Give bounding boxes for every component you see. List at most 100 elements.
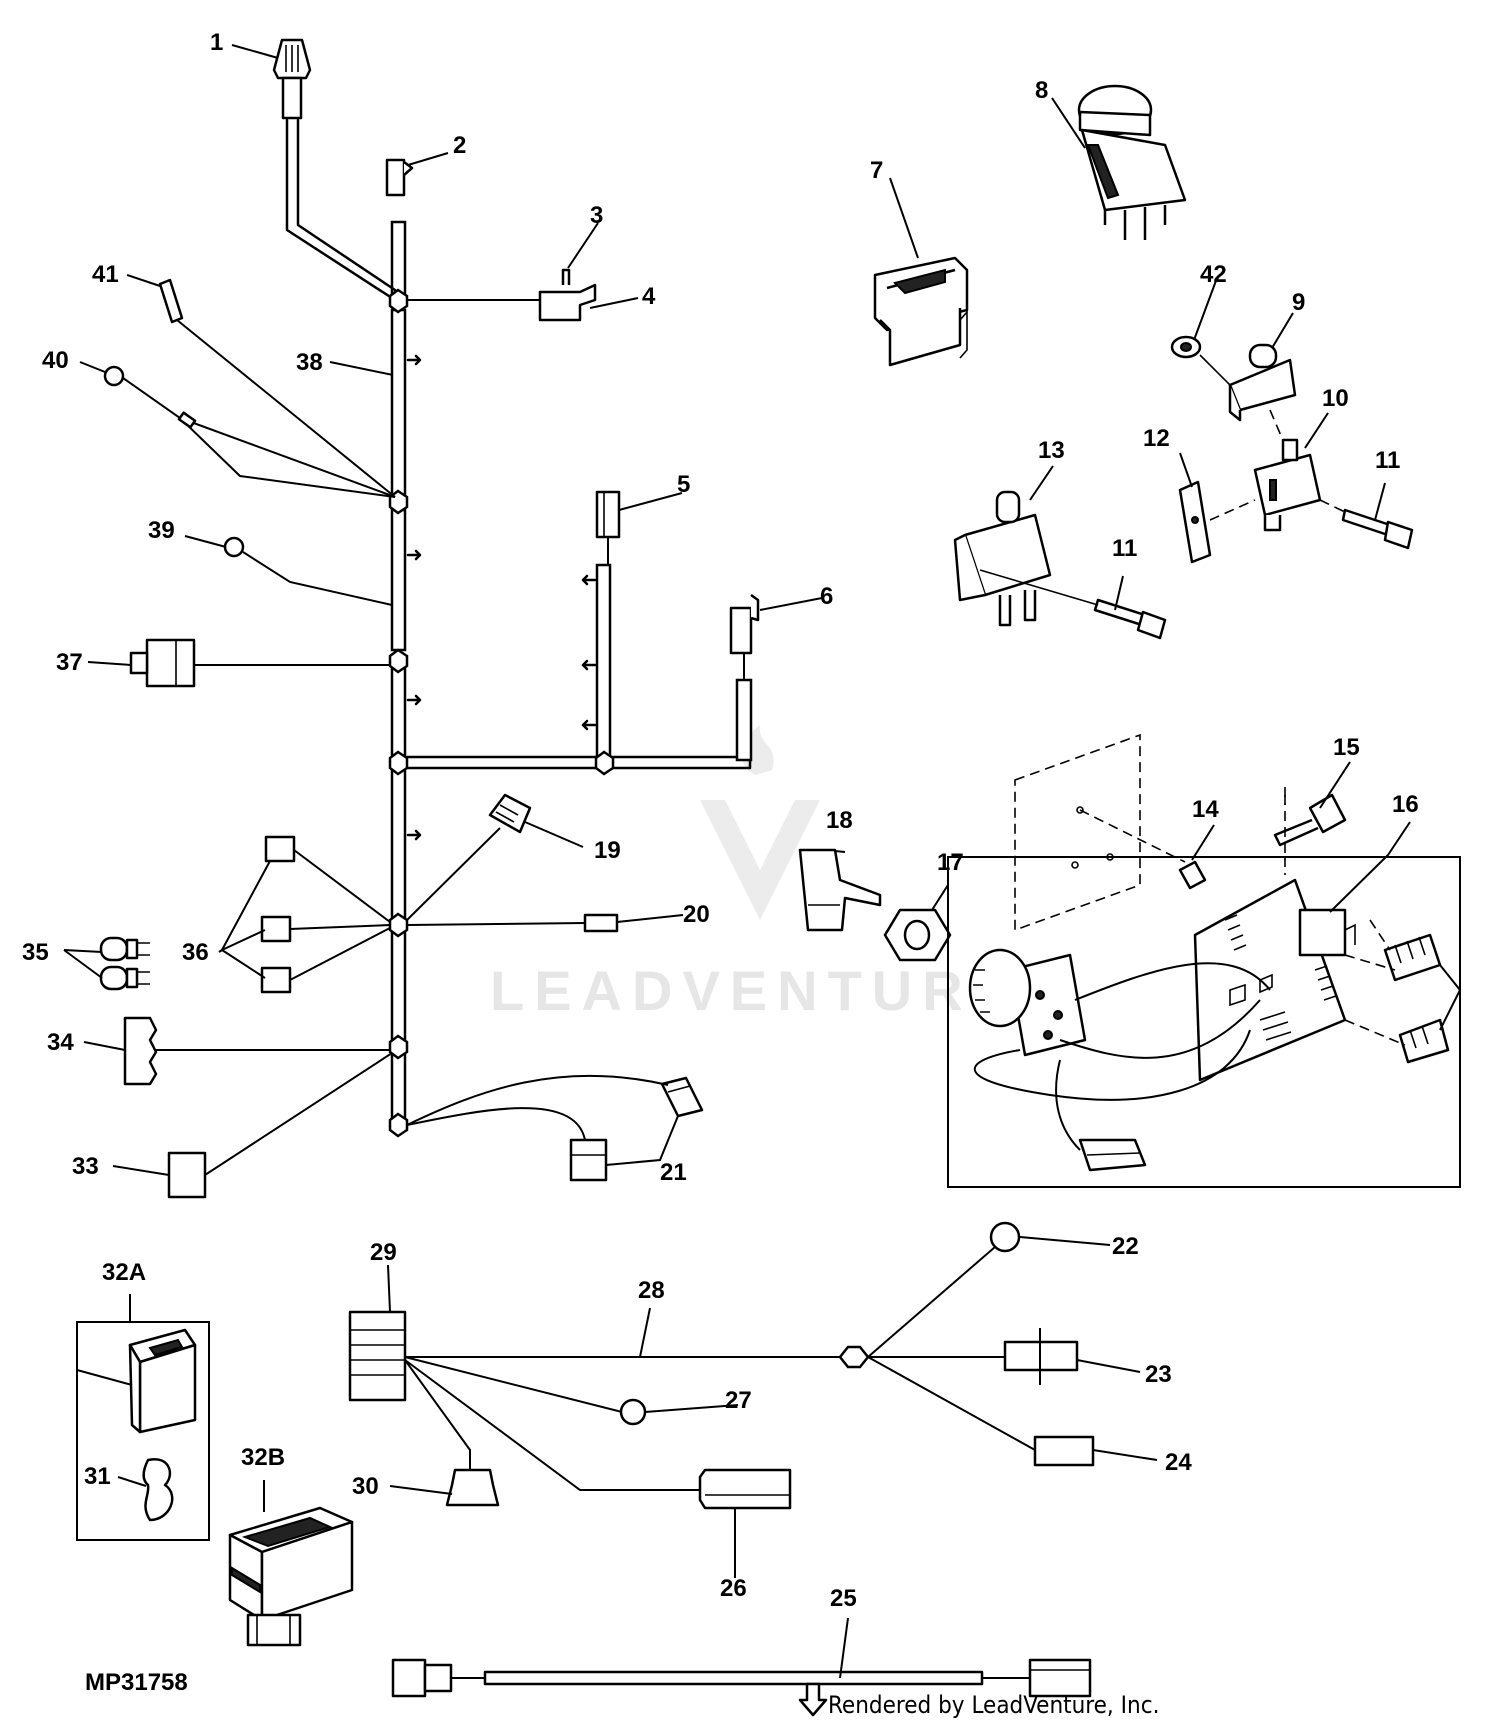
callout-11-left: 11 — [1112, 535, 1137, 562]
screw-11-right — [1319, 499, 1414, 550]
callout-28: 28 — [638, 1277, 665, 1304]
fuse-holder-32b — [228, 1506, 354, 1647]
callout-40: 40 — [42, 347, 69, 374]
callout-35: 35 — [22, 939, 49, 966]
callout-23: 23 — [1145, 1361, 1172, 1388]
callout-12: 12 — [1143, 425, 1170, 452]
callout-16: 16 — [1392, 791, 1419, 818]
connector-group-36 — [219, 835, 391, 994]
connector-41 — [158, 278, 396, 498]
callout-9: 9 — [1292, 289, 1305, 316]
connector-30 — [445, 1468, 500, 1507]
spacer-14 — [1178, 860, 1207, 890]
rocker-switch-7 — [873, 256, 969, 367]
connector-33 — [167, 1052, 393, 1199]
junction-node — [388, 648, 409, 674]
callout-38: 38 — [296, 349, 323, 376]
callout-42: 42 — [1200, 261, 1227, 288]
push-switch-8 — [1077, 84, 1187, 240]
junction-node — [388, 750, 409, 776]
panel-plate — [1014, 733, 1186, 932]
callout-3: 3 — [590, 202, 603, 229]
callout-8: 8 — [1035, 77, 1048, 104]
connector-5 — [595, 490, 621, 565]
callout-33: 33 — [72, 1153, 99, 1180]
connector-26 — [698, 1468, 792, 1510]
trunk-segment — [390, 768, 407, 922]
figure-code: MP31758 — [85, 1669, 188, 1696]
junction-node — [838, 1345, 870, 1369]
callout-29: 29 — [370, 1239, 397, 1266]
trunk-segment — [390, 658, 407, 762]
callout-24: 24 — [1165, 1449, 1192, 1476]
callout-34: 34 — [47, 1029, 74, 1056]
switch-10 — [1253, 438, 1322, 532]
callout-11-right: 11 — [1375, 447, 1400, 474]
watermark: LEADVENTURE — [490, 725, 1020, 1022]
callout-18: 18 — [826, 807, 853, 834]
bulb-pair-35 — [63, 936, 150, 991]
callout-36: 36 — [182, 939, 209, 966]
junction-node — [594, 750, 615, 776]
switch-9 — [1199, 343, 1297, 446]
callout-2: 2 — [453, 132, 466, 159]
connector-4 — [407, 268, 597, 322]
callout-labels: 1 2 3 4 5 6 7 8 9 10 11 11 12 13 14 15 1… — [22, 29, 1419, 1612]
connector-19 — [406, 793, 532, 921]
trunk-segment — [390, 1048, 407, 1122]
callout-15: 15 — [1333, 734, 1360, 761]
junction-node — [388, 1034, 409, 1060]
junction-node — [388, 912, 409, 938]
junction-node — [388, 288, 409, 314]
callout-20: 20 — [683, 901, 710, 928]
key-18 — [798, 848, 882, 932]
ring-terminal-27 — [619, 1398, 647, 1426]
callout-25: 25 — [830, 1585, 857, 1612]
harness-25 — [391, 1658, 1092, 1717]
trunk-segment — [390, 308, 407, 502]
screw-11-left — [1093, 598, 1167, 640]
nut-17 — [883, 908, 952, 962]
callout-21: 21 — [660, 1159, 687, 1186]
callout-5: 5 — [677, 471, 690, 498]
ring-terminal-39 — [223, 536, 393, 606]
connector-2 — [385, 158, 414, 197]
callout-41: 41 — [92, 261, 119, 288]
connector-24 — [1033, 1435, 1095, 1467]
bracket-12 — [1178, 480, 1256, 564]
ring-terminal-40 — [103, 365, 396, 498]
callout-10: 10 — [1322, 385, 1349, 412]
callout-13: 13 — [1038, 437, 1065, 464]
callout-32b: 32B — [241, 1444, 285, 1471]
connector-20 — [406, 913, 619, 933]
watermark-text: LEADVENTURE — [490, 959, 1020, 1022]
trunk-segment — [390, 508, 407, 652]
callout-37: 37 — [56, 649, 83, 676]
callout-32a: 32A — [102, 1259, 146, 1286]
connector-29 — [348, 1310, 407, 1402]
callout-4: 4 — [642, 283, 656, 310]
callout-17: 17 — [937, 849, 964, 876]
fuse-box-32a — [76, 1321, 210, 1541]
lower-harness — [348, 1221, 1095, 1510]
callout-19: 19 — [594, 837, 621, 864]
callout-31: 31 — [84, 1463, 111, 1490]
leader-lines — [79, 44, 1411, 1679]
callout-22: 22 — [1112, 1233, 1139, 1260]
callout-6: 6 — [820, 583, 833, 610]
switch-13 — [953, 490, 1099, 627]
fuse-31 — [142, 1457, 174, 1522]
connector-6 — [729, 593, 760, 680]
connector-1 — [272, 38, 312, 120]
washer-42 — [1170, 335, 1202, 359]
callout-7: 7 — [870, 157, 883, 184]
connector-pair-21 — [406, 1074, 704, 1182]
module-box-16 — [947, 787, 1462, 1188]
render-credit: Rendered by LeadVenture, Inc. — [828, 1691, 1159, 1719]
bolt-15 — [1273, 793, 1347, 860]
connector-34 — [123, 1016, 390, 1086]
ring-terminal-22 — [989, 1221, 1021, 1253]
connector-37 — [129, 638, 390, 688]
junction-node — [388, 1112, 409, 1138]
